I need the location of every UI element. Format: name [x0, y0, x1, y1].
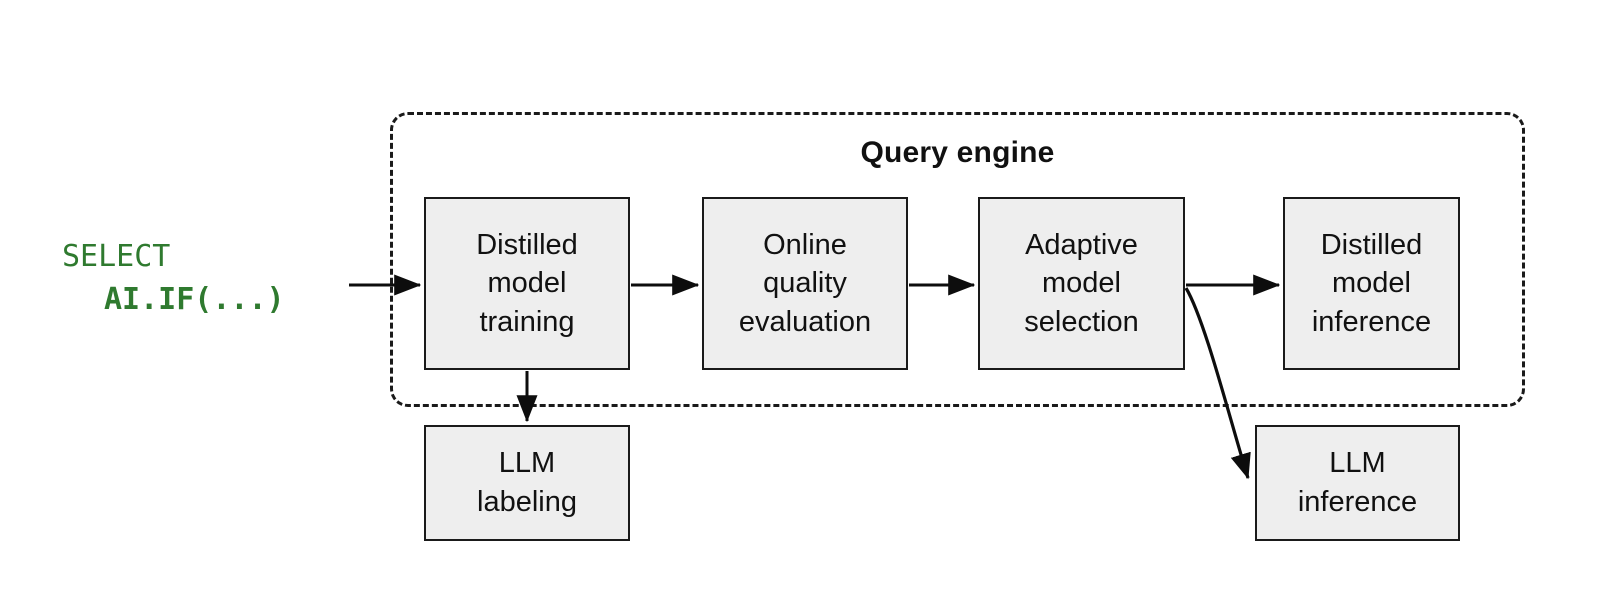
sql-function-ai-if: AI.IF(...): [104, 281, 285, 317]
sql-query-snippet: SELECT AI.IF(...): [56, 236, 341, 321]
node-online-quality-evaluation[interactable]: Online quality evaluation: [702, 197, 908, 370]
node-adaptive-model-selection[interactable]: Adaptive model selection: [978, 197, 1185, 370]
query-engine-group-label: Query engine: [860, 136, 1055, 169]
query-engine-group-frame: [390, 112, 1525, 407]
node-distilled-model-inference[interactable]: Distilled model inference: [1283, 197, 1460, 370]
node-distilled-model-training[interactable]: Distilled model training: [424, 197, 630, 370]
node-llm-labeling[interactable]: LLM labeling: [424, 425, 630, 541]
sql-keyword-select: SELECT: [62, 239, 171, 274]
node-llm-inference[interactable]: LLM inference: [1255, 425, 1460, 541]
